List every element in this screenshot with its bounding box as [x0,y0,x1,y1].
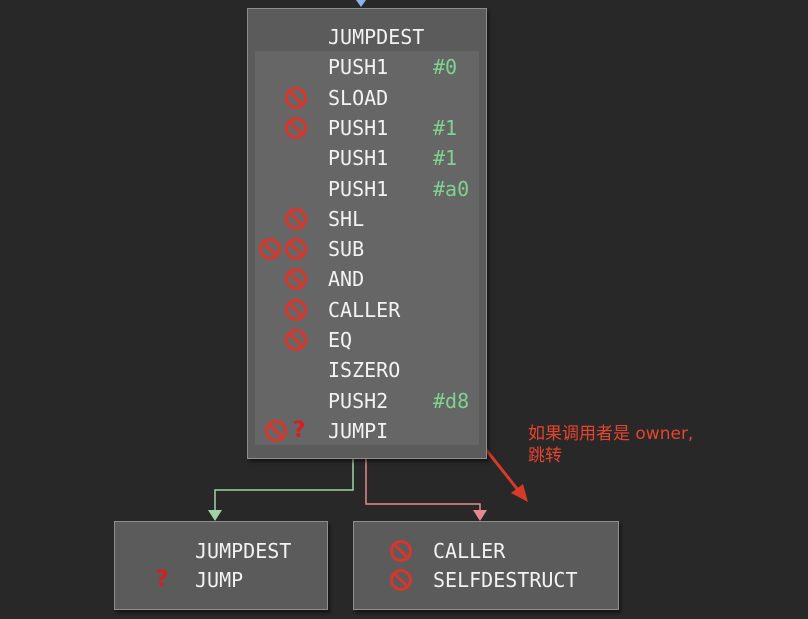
opcode-label: PUSH2 [328,388,389,413]
instruction-row[interactable]: SELFDESTRUCT [354,565,618,595]
row-icons: ? [248,416,308,446]
instruction-row[interactable]: ISZERO [248,355,486,385]
opcode-label: SLOAD [328,85,389,110]
row-icons [248,113,308,143]
true-edge [214,458,354,512]
instruction-row[interactable]: ? JUMP [115,565,327,595]
row-icons [248,386,308,416]
annotation-arrowhead [511,484,528,502]
opcode-label: JUMPDEST [328,25,425,49]
opcode-label: PUSH1 [328,176,389,201]
opcode-label: ISZERO [328,358,401,383]
question-icon: ? [292,417,306,443]
opcode-label: PUSH1 [328,115,389,140]
row-icons [248,325,308,355]
instruction-row[interactable]: PUSH1 #0 [248,52,486,82]
annotation-note: 如果调用者是 owner, 跳转 [528,423,693,467]
opcode-label: JUMP [195,568,244,592]
question-icon: ? [155,567,169,592]
row-icons [248,52,308,82]
opcode-label: PUSH1 [328,55,389,80]
operand-label: #1 [433,146,458,171]
operand-label: #1 [433,115,458,140]
opcode-label: SELFDESTRUCT [433,568,578,592]
selfdestruct-basic-block[interactable]: CALLER SELFDESTRUCT [353,521,619,610]
row-icons [115,536,171,566]
ban-icon [285,86,307,109]
instruction-row[interactable]: AND [248,264,486,294]
annotation-line-2: 跳转 [528,446,562,466]
operand-label: #d8 [433,388,470,413]
false-edge [365,458,481,512]
row-icons [248,295,308,325]
opcode-label: SHL [328,206,365,231]
ban-icon [285,207,307,230]
opcode-label: AND [328,267,365,292]
row-icons [354,536,413,566]
opcode-label: EQ [328,328,353,352]
ban-icon [259,238,281,261]
instruction-row[interactable]: SHL [248,204,486,234]
row-icons [248,234,308,264]
operand-label: #0 [433,55,458,80]
ban-icon [390,540,412,562]
row-icons: ? [115,565,171,595]
row-icons [248,264,308,294]
instruction-row[interactable]: SLOAD [248,83,486,113]
opcode-label: JUMPI [328,418,389,443]
instruction-row[interactable]: SUB [248,234,486,264]
jumpdest-basic-block[interactable]: JUMPDEST? JUMP [114,521,328,610]
ban-icon [285,116,307,139]
instruction-row[interactable]: CALLER [354,536,618,566]
row-icons [354,565,413,595]
true-edge-arrowhead [208,510,222,521]
opcode-label: CALLER [328,297,401,322]
instruction-row[interactable]: PUSH1 #1 [248,143,486,173]
opcode-label: JUMPDEST [195,539,292,563]
ban-icon [285,268,307,291]
opcode-label: CALLER [433,539,506,563]
ban-icon [285,329,307,351]
row-icons [248,204,308,234]
instruction-row[interactable]: PUSH1 #a0 [248,174,486,204]
row-icons [248,22,308,52]
ban-icon [285,238,307,261]
opcode-label: PUSH1 [328,146,389,171]
incoming-arrowhead [356,0,366,7]
instruction-row[interactable]: PUSH2 #d8 [248,386,486,416]
row-icons [248,355,308,385]
instruction-row[interactable]: EQ [248,325,486,355]
operand-label: #a0 [433,176,470,201]
instruction-row[interactable]: CALLER [248,295,486,325]
instruction-row[interactable]: PUSH1 #1 [248,113,486,143]
ban-icon [285,298,307,321]
main-block-body [255,51,479,445]
row-icons [248,143,308,173]
row-icons [248,83,308,113]
false-edge-arrowhead [473,510,487,521]
instruction-row[interactable]: ? JUMPI [248,416,486,446]
annotation-line-1: 如果调用者是 owner, [528,424,694,444]
ban-icon [265,419,287,442]
opcode-label: SUB [328,237,365,262]
instruction-row[interactable]: JUMPDEST [248,22,486,52]
row-icons [248,174,308,204]
instruction-row[interactable]: JUMPDEST [115,536,327,566]
ban-icon [390,569,412,591]
